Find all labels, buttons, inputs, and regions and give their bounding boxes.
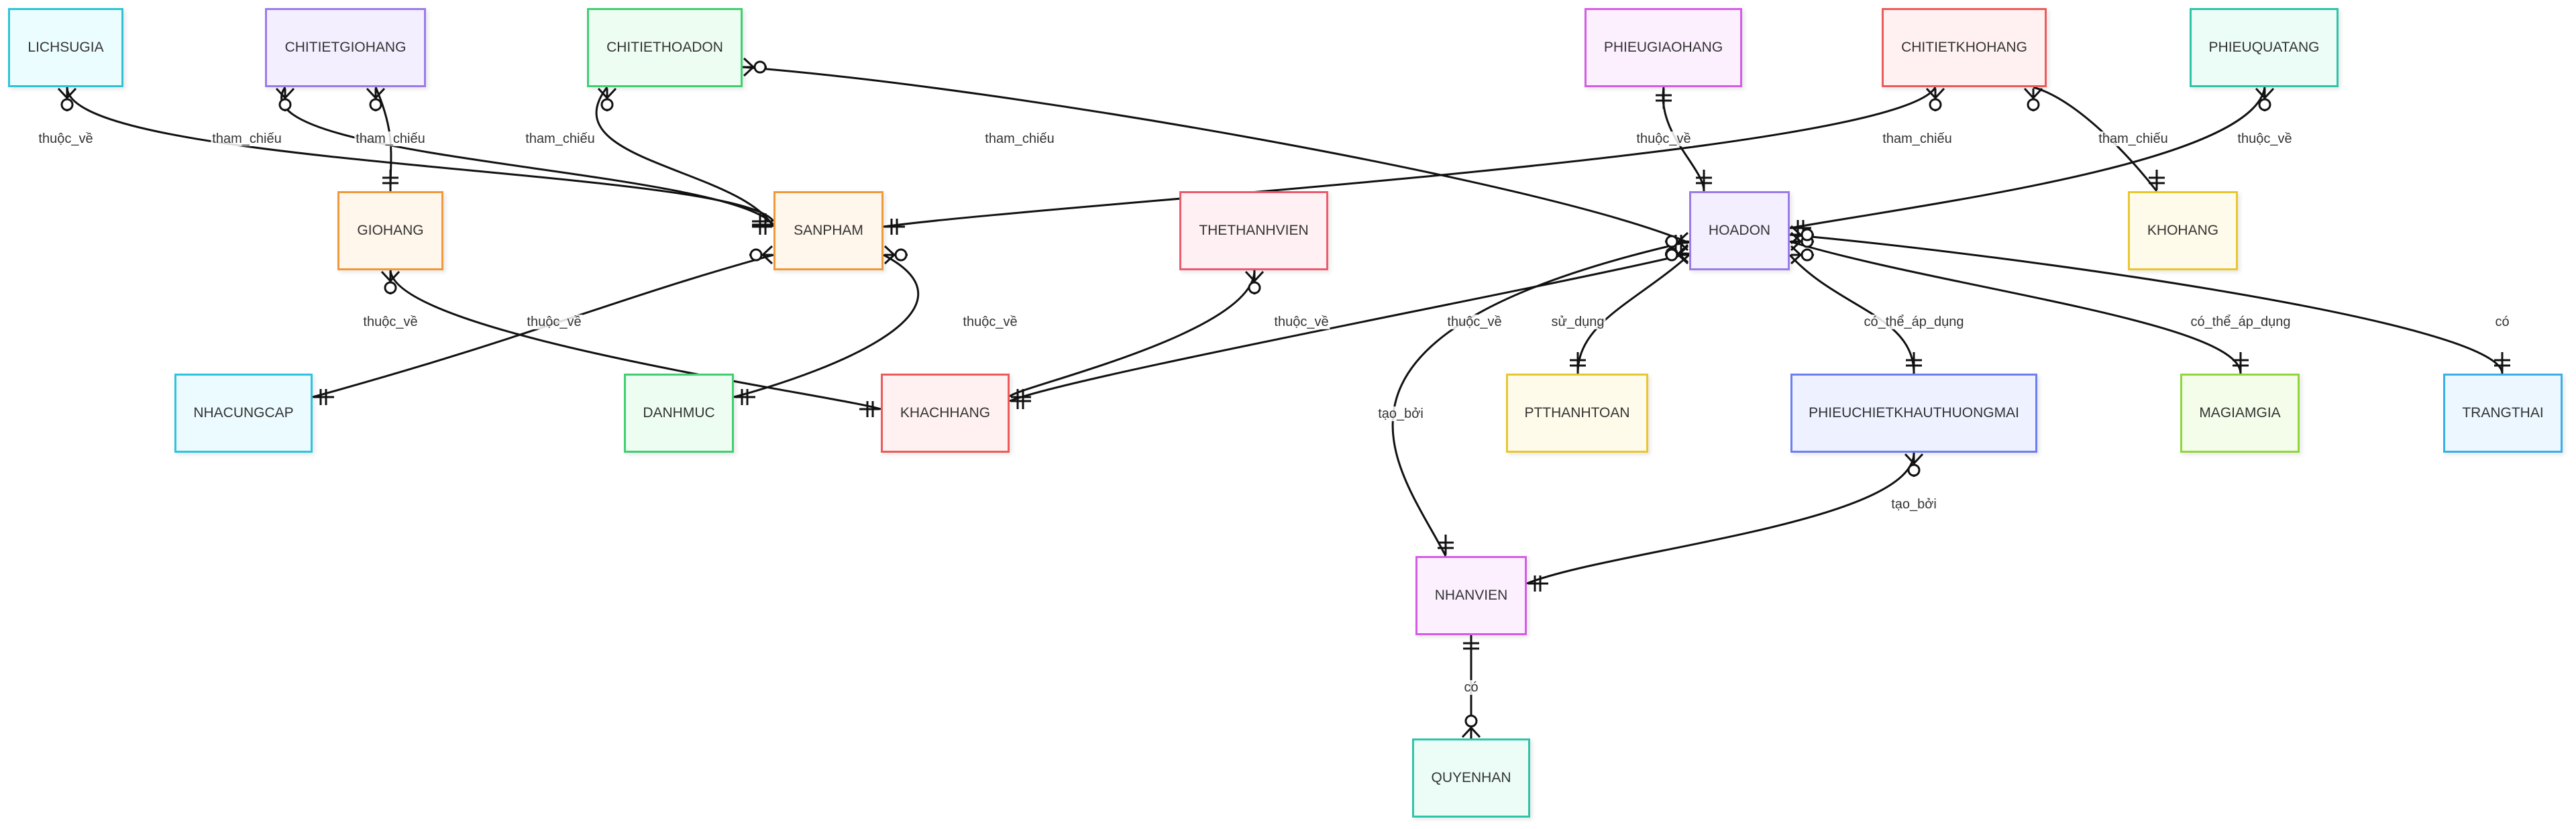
entity-phieuquatang[interactable]: PHIEUQUATANG [2190, 8, 2339, 87]
cardinality-zero-or-many-icon [1461, 714, 1481, 738]
relationship-line-hoadon-magiamgia [1789, 240, 2242, 374]
cardinality-exactly-one-icon [859, 401, 879, 417]
relationship-line-hoadon-khachhang [1009, 252, 1690, 402]
cardinality-zero-or-many-icon [380, 270, 400, 294]
cardinality-exactly-one-icon [1570, 352, 1586, 372]
relationship-line-chitiethoadon-hoadon [742, 66, 1690, 244]
relationship-line-phieuquatang-hoadon [1789, 87, 2266, 229]
cardinality-zero-or-many-icon [1790, 245, 1814, 265]
relationship-line-giohang-khachhang [389, 270, 881, 410]
relationship-label-chitietkhohang-sanpham: tham_chiếu [1881, 131, 1953, 146]
entity-magiamgia[interactable]: MAGIAMGIA [2180, 374, 2300, 453]
relationship-line-sanpham-danhmuc [733, 254, 920, 398]
relationship-label-chitiethoadon-sanpham: tham_chiếu [524, 131, 596, 146]
cardinality-exactly-one-icon [1656, 89, 1672, 109]
entity-ptthanhtoan[interactable]: PTTHANHTOAN [1506, 374, 1648, 453]
relationship-label-hoadon-phieuchietkhauthuongmai: có_thể_áp_dụng [1862, 315, 1966, 329]
cardinality-zero-or-many-icon [1665, 245, 1689, 265]
cardinality-exactly-one-icon [2494, 352, 2510, 372]
cardinality-zero-or-many-icon [1904, 453, 1924, 477]
entity-chitietkhohang[interactable]: CHITIETKHOHANG [1882, 8, 2047, 87]
entity-nhacungcap[interactable]: NHACUNGCAP [174, 374, 313, 453]
relationship-label-sanpham-danhmuc: thuộc_về [961, 315, 1019, 329]
cardinality-exactly-one-icon [752, 217, 772, 233]
entity-chitiethoadon[interactable]: CHITIETHOADON [587, 8, 743, 87]
relationship-line-hoadon-phieuchietkhauthuongmai [1788, 254, 1915, 374]
entity-nhanvien[interactable]: NHANVIEN [1415, 556, 1527, 635]
cardinality-exactly-one-icon [2233, 352, 2249, 372]
relationship-label-chitiethoadon-hoadon: tham_chiếu [983, 131, 1056, 146]
relationship-label-phieugiaohang-hoadon: thuộc_về [1635, 131, 1693, 146]
cardinality-exactly-one-icon [1011, 393, 1031, 409]
relationship-label-phieuchietkhauthuongmai-nhanvien: tạo_bởi [1890, 497, 1938, 512]
cardinality-zero-or-many-icon [366, 87, 386, 111]
relationship-line-hoadon-trangthai [1789, 233, 2504, 374]
relationship-label-hoadon-magiamgia: có_thể_áp_dụng [2189, 315, 2292, 329]
entity-hoadon[interactable]: HOADON [1689, 191, 1790, 270]
cardinality-exactly-one-icon [735, 389, 755, 405]
relationship-line-chitietgiohang-sanpham [280, 87, 775, 225]
cardinality-zero-or-many-icon [1244, 270, 1265, 294]
entity-trangthai[interactable]: TRANGTHAI [2443, 374, 2563, 453]
relationship-line-phieuchietkhauthuongmai-nhanvien [1526, 452, 1915, 585]
relationship-label-lichsugia-sanpham: thuộc_về [37, 131, 95, 146]
entity-chitietgiohang[interactable]: CHITIETGIOHANG [265, 8, 426, 87]
cardinality-exactly-one-icon [1438, 535, 1454, 555]
cardinality-exactly-one-icon [382, 170, 398, 190]
entity-lichsugia[interactable]: LICHSUGIA [8, 8, 123, 87]
entity-quyenhan[interactable]: QUYENHAN [1412, 738, 1530, 818]
entity-khohang[interactable]: KHOHANG [2128, 191, 2238, 270]
cardinality-zero-or-many-icon [2255, 87, 2275, 111]
cardinality-exactly-one-icon [2149, 170, 2165, 190]
cardinality-zero-or-many-icon [597, 87, 617, 111]
cardinality-exactly-one-icon [314, 389, 334, 405]
cardinality-zero-or-many-icon [749, 245, 773, 265]
relationship-label-chitietkhohang-khohang: tham_chiếu [2097, 131, 2169, 146]
cardinality-zero-or-many-icon [1790, 225, 1814, 245]
cardinality-zero-or-many-icon [1925, 87, 1945, 111]
entity-khachhang[interactable]: KHACHHANG [881, 374, 1010, 453]
relationship-label-sanpham-nhacungcap: thuộc_về [525, 315, 583, 329]
cardinality-exactly-one-icon [752, 219, 772, 235]
relationship-line-hoadon-nhanvien [1391, 240, 1690, 557]
cardinality-exactly-one-icon [1906, 352, 1922, 372]
entity-giohang[interactable]: GIOHANG [337, 191, 443, 270]
cardinality-zero-or-many-icon [275, 87, 295, 111]
relationship-label-chitietgiohang-sanpham: tham_chiếu [211, 131, 283, 146]
relationship-label-hoadon-trangthai: có [2493, 315, 2511, 329]
relationship-line-chitiethoadon-sanpham [595, 87, 775, 227]
cardinality-zero-or-many-icon [57, 87, 77, 111]
cardinality-exactly-one-icon [1696, 170, 1712, 190]
entity-danhmuc[interactable]: DANHMUC [624, 374, 734, 453]
cardinality-zero-or-many-icon [883, 245, 908, 265]
relationship-label-giohang-khachhang: thuộc_về [362, 315, 419, 329]
cardinality-exactly-one-icon [1463, 637, 1479, 657]
relationship-label-nhanvien-quyenhan: có [1462, 680, 1480, 695]
entity-phieugiaohang[interactable]: PHIEUGIAOHANG [1585, 8, 1742, 87]
relationship-line-thethanhvien-khachhang [1008, 270, 1256, 398]
cardinality-exactly-one-icon [885, 219, 905, 235]
entity-sanpham[interactable]: SANPHAM [773, 191, 883, 270]
relationship-line-hoadon-ptthanhtoan [1576, 254, 1690, 374]
cardinality-zero-or-many-icon [743, 57, 767, 77]
entity-thethanhvien[interactable]: THETHANHVIEN [1179, 191, 1328, 270]
entity-phieuchietkhauthuongmai[interactable]: PHIEUCHIETKHAUTHUONGMAI [1790, 374, 2037, 453]
relationship-label-hoadon-khachhang: thuộc_về [1446, 315, 1503, 329]
relationship-label-thethanhvien-khachhang: thuộc_về [1273, 315, 1330, 329]
relationship-label-chitietgiohang-giohang: tham_chiếu [354, 131, 427, 146]
cardinality-zero-or-many-icon [2023, 87, 2043, 111]
relationship-label-phieuquatang-hoadon: thuộc_về [2236, 131, 2294, 146]
cardinality-zero-or-many-icon [1665, 231, 1689, 252]
relationship-label-hoadon-ptthanhtoan: sử_dụng [1550, 315, 1606, 329]
cardinality-exactly-one-icon [1528, 575, 1548, 592]
relationship-line-chitietkhohang-sanpham [883, 87, 1937, 228]
relationship-label-hoadon-nhanvien: tạo_bởi [1377, 406, 1425, 421]
